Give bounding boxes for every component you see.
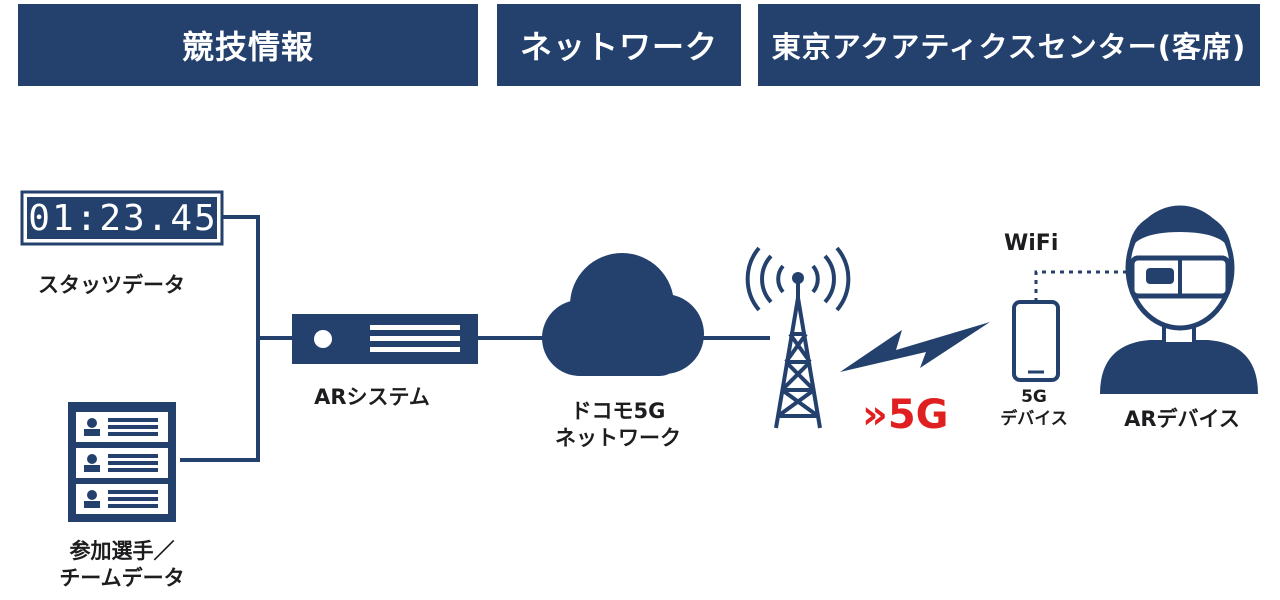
header-network: ネットワーク — [497, 4, 741, 86]
label-docomo-5g-network: ドコモ5G ネットワーク — [555, 398, 681, 453]
label-players-line2: チームデータ — [59, 566, 185, 591]
label-players-team-data: 参加選手／ チームデータ — [59, 538, 184, 593]
label-stats-data: スタッツデータ — [38, 273, 185, 297]
label-players-line1: 参加選手／ — [69, 539, 175, 563]
person-with-ar-glasses-icon — [1100, 205, 1258, 394]
label-ar-device: ARデバイス — [1124, 407, 1240, 431]
clock-readout: 01:23.45 — [28, 197, 218, 239]
server-icon — [292, 314, 478, 364]
label-5g-highlight: »5G — [862, 392, 949, 438]
label-wifi: WiFi — [1004, 231, 1059, 256]
header-competition-info: 競技情報 — [18, 4, 478, 86]
label-device-line2: デバイス — [1000, 409, 1068, 430]
label-ar-system: ARシステム — [314, 385, 430, 409]
wifi-link — [1034, 270, 1140, 302]
label-docomo-line1: ドコモ5G — [570, 399, 666, 423]
roster-card-icon — [68, 402, 176, 522]
header-venue-seating: 東京アクアティクスセンター(客席) — [758, 4, 1260, 86]
label-docomo-line2: ネットワーク — [555, 426, 681, 451]
cell-tower-icon — [745, 246, 851, 429]
lightning-bolt-icon — [840, 322, 990, 372]
smartphone-icon — [1012, 300, 1060, 382]
timer-display-icon — [20, 190, 224, 246]
label-5g-device: 5G デバイス — [1000, 386, 1068, 430]
cloud-icon — [542, 253, 704, 376]
label-device-line1: 5G — [1021, 387, 1047, 407]
